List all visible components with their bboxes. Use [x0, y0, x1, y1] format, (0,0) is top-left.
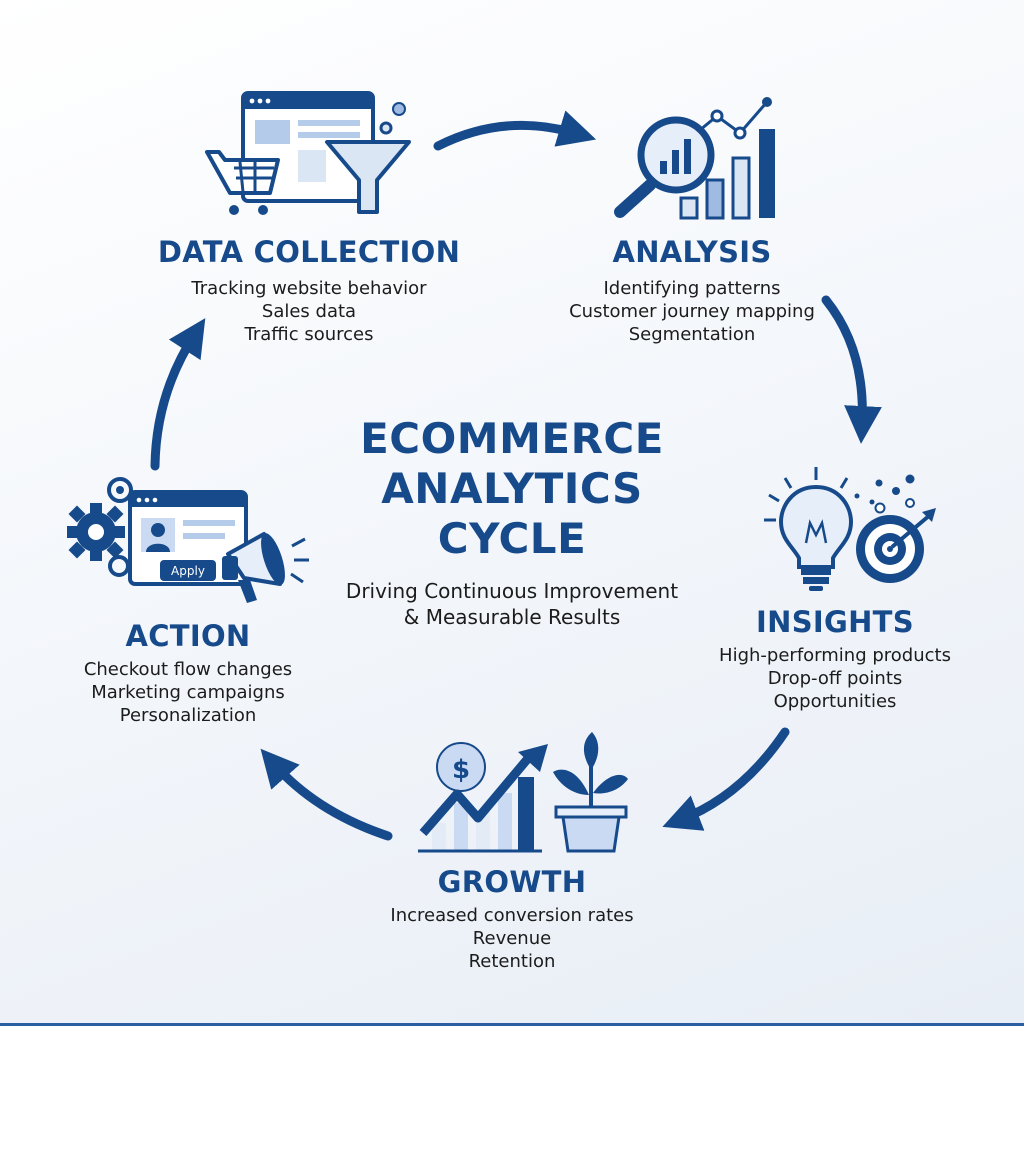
stage-item: Drop-off points	[767, 668, 903, 689]
growth-bars-icon	[418, 777, 542, 853]
stage-item: Revenue	[472, 928, 552, 949]
arrow-growth-to-action	[260, 748, 393, 841]
megaphone-icon	[222, 532, 309, 603]
arrow-analysis-to-insights	[821, 295, 882, 444]
stage-title-action: ACTION	[125, 619, 251, 653]
stage-item: Checkout flow changes	[83, 659, 293, 680]
analysis-icon	[614, 97, 775, 220]
apply-button-label: Apply	[171, 564, 205, 578]
arrow-action-to-collection	[150, 318, 206, 471]
trend-arrow-icon	[419, 744, 548, 836]
stage-item: Marketing campaigns	[91, 682, 285, 703]
stage-data-collection: DATA COLLECTION Tracking website behavio…	[158, 234, 460, 346]
stage-item: Traffic sources	[244, 324, 374, 345]
stage-analysis: ANALYSIS Identifying patterns Customer j…	[569, 234, 815, 346]
arrow-insights-to-growth	[662, 727, 790, 831]
stage-item: Identifying patterns	[603, 278, 781, 299]
stage-title-insights: INSIGHTS	[756, 605, 914, 639]
funnel-icon	[325, 102, 411, 214]
data-collection-icon	[205, 91, 411, 215]
insights-icon	[764, 467, 936, 591]
shopping-cart-icon	[205, 150, 280, 215]
stage-item: Customer journey mapping	[569, 301, 815, 322]
app-window-icon: Apply	[128, 490, 248, 586]
stage-item: Tracking website behavior	[191, 278, 427, 299]
center-title-line: ECOMMERCE	[360, 414, 664, 463]
action-icon: Apply	[67, 477, 309, 603]
bar-chart-icon	[679, 97, 775, 220]
center-title-line: CYCLE	[437, 514, 587, 563]
stage-title-growth: GROWTH	[437, 865, 587, 899]
stage-item: Opportunities	[773, 691, 897, 712]
gear-icon	[67, 503, 125, 561]
apply-button-icon	[160, 560, 216, 581]
stage-item: Personalization	[119, 705, 257, 726]
stage-item: Segmentation	[628, 324, 756, 345]
bottom-divider	[0, 1023, 1024, 1026]
magnifying-glass-icon	[614, 116, 715, 218]
center-title-line: ANALYTICS	[381, 464, 643, 513]
center-subtitle-line: & Measurable Results	[403, 605, 621, 629]
center-subtitle: Driving Continuous Improvement & Measura…	[346, 578, 678, 630]
dollar-sign: $	[452, 755, 470, 785]
stage-item: Sales data	[261, 301, 357, 322]
stage-item: High-performing products	[719, 645, 951, 666]
stage-title-analysis: ANALYSIS	[612, 235, 772, 269]
stage-item: Retention	[468, 951, 556, 972]
target-icon	[856, 508, 936, 583]
lightbulb-icon	[764, 467, 854, 591]
arrow-collection-to-analysis	[433, 110, 597, 151]
cycle-artwork: $	[67, 91, 936, 853]
stage-growth: GROWTH Increased conversion rates Revenu…	[390, 864, 633, 973]
stage-item: Increased conversion rates	[390, 905, 634, 926]
dollar-coin-icon: $	[436, 742, 486, 792]
stage-title-data-collection: DATA COLLECTION	[157, 235, 461, 269]
potted-plant-icon	[553, 732, 628, 853]
growth-icon: $	[418, 732, 628, 853]
center-heading: ECOMMERCE ANALYTICS CYCLE Driving Contin…	[346, 414, 678, 630]
center-subtitle-line: Driving Continuous Improvement	[345, 579, 679, 603]
stage-action: ACTION Checkout flow changes Marketing c…	[84, 618, 292, 727]
stage-insights: INSIGHTS High-performing products Drop-o…	[719, 604, 951, 713]
